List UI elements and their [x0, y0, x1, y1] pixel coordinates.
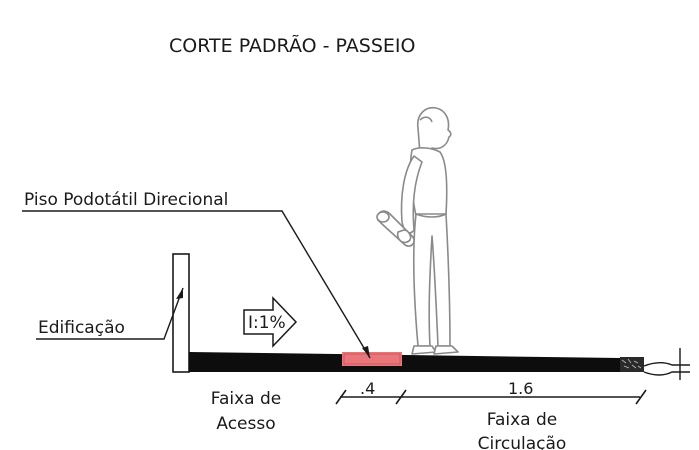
person-figure-icon [376, 106, 459, 355]
circulation-zone-label-line1: Faixa de [487, 410, 558, 430]
sidewalk-slab [189, 352, 640, 372]
tactile-floor-label: Piso Podotátil Direcional [24, 190, 228, 210]
dimension-line [335, 389, 647, 405]
tactile-floor-strip [342, 352, 402, 366]
dimension-circulation-width: 1.6 [508, 379, 533, 398]
terrain-hatch-icon [620, 357, 644, 372]
slope-arrow-icon [243, 296, 298, 348]
access-zone-label-line1: Faixa de [211, 389, 282, 409]
access-zone-label-line2: Acesso [216, 414, 275, 434]
building-leader-line [36, 287, 184, 340]
building-wall [172, 253, 190, 373]
tactile-leader-line [22, 210, 371, 359]
dimension-tactile-width: .4 [360, 379, 375, 398]
drawing-title: CORTE PADRÃO - PASSEIO [169, 34, 415, 57]
street-edge [643, 348, 690, 380]
slope-label: I:1% [248, 313, 286, 333]
building-label: Edificação [38, 318, 125, 338]
circulation-zone-label-line2: Circulação [478, 434, 567, 450]
